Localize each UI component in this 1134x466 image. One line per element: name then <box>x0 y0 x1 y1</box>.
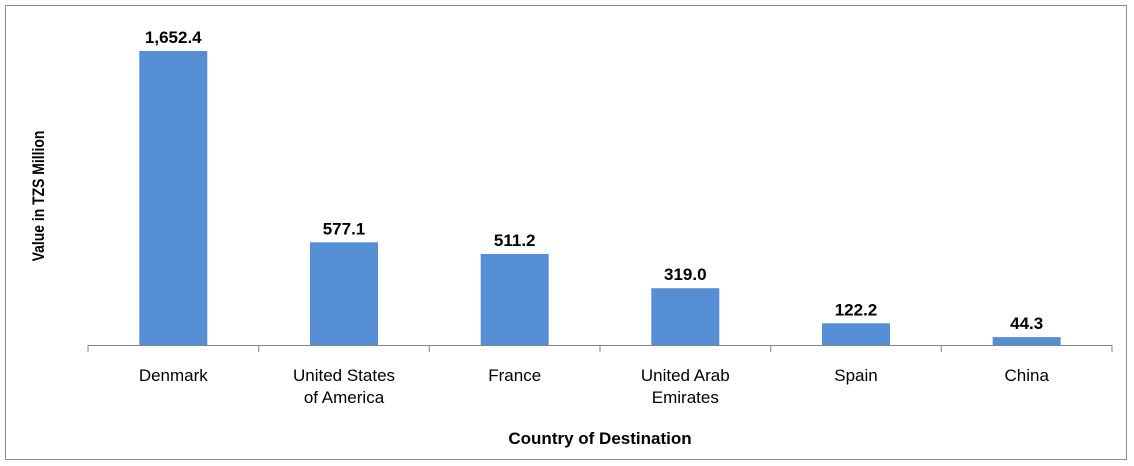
data-labels-layer: 1,652.4 577.1 511.2 319.0 122.2 44.3 <box>145 28 1043 333</box>
bar-4 <box>822 323 890 345</box>
data-label-1: 577.1 <box>323 219 366 238</box>
y-axis-title: Value in TZS Million <box>30 131 49 262</box>
data-label-2: 511.2 <box>494 231 536 250</box>
x-tick-label-line: United States <box>293 366 395 385</box>
x-tick-label-line: China <box>1004 366 1049 385</box>
x-tick-label-line: France <box>488 366 541 385</box>
x-tick-label-0: Denmark <box>139 366 208 385</box>
x-tick-label-line: Emirates <box>652 388 719 407</box>
data-label-0: 1,652.4 <box>145 28 202 47</box>
x-axis-title: Country of Destination <box>508 429 691 448</box>
bars-layer <box>139 51 1061 345</box>
x-tick-label-2: France <box>488 366 541 385</box>
x-tick-label-4: Spain <box>834 366 877 385</box>
x-tick-label-5: China <box>1004 366 1049 385</box>
x-axis <box>87 345 1113 352</box>
bar-0 <box>139 51 208 345</box>
x-tick-labels-layer: Denmark United States of America France Unit… <box>139 366 1050 407</box>
bar-1 <box>310 242 378 345</box>
x-tick-label-1: United States of America <box>293 366 395 407</box>
x-tick-label-line: United Arab <box>641 366 730 385</box>
x-tick-label-line: Denmark <box>139 366 208 385</box>
x-tick-label-line: Spain <box>834 366 877 385</box>
bar-5 <box>992 337 1061 345</box>
data-label-3: 319.0 <box>664 265 707 284</box>
x-tick-label-line: of America <box>304 388 385 407</box>
bar-3 <box>651 288 720 345</box>
data-label-4: 122.2 <box>835 300 878 319</box>
bar-2 <box>480 254 549 345</box>
data-label-5: 44.3 <box>1010 314 1043 333</box>
